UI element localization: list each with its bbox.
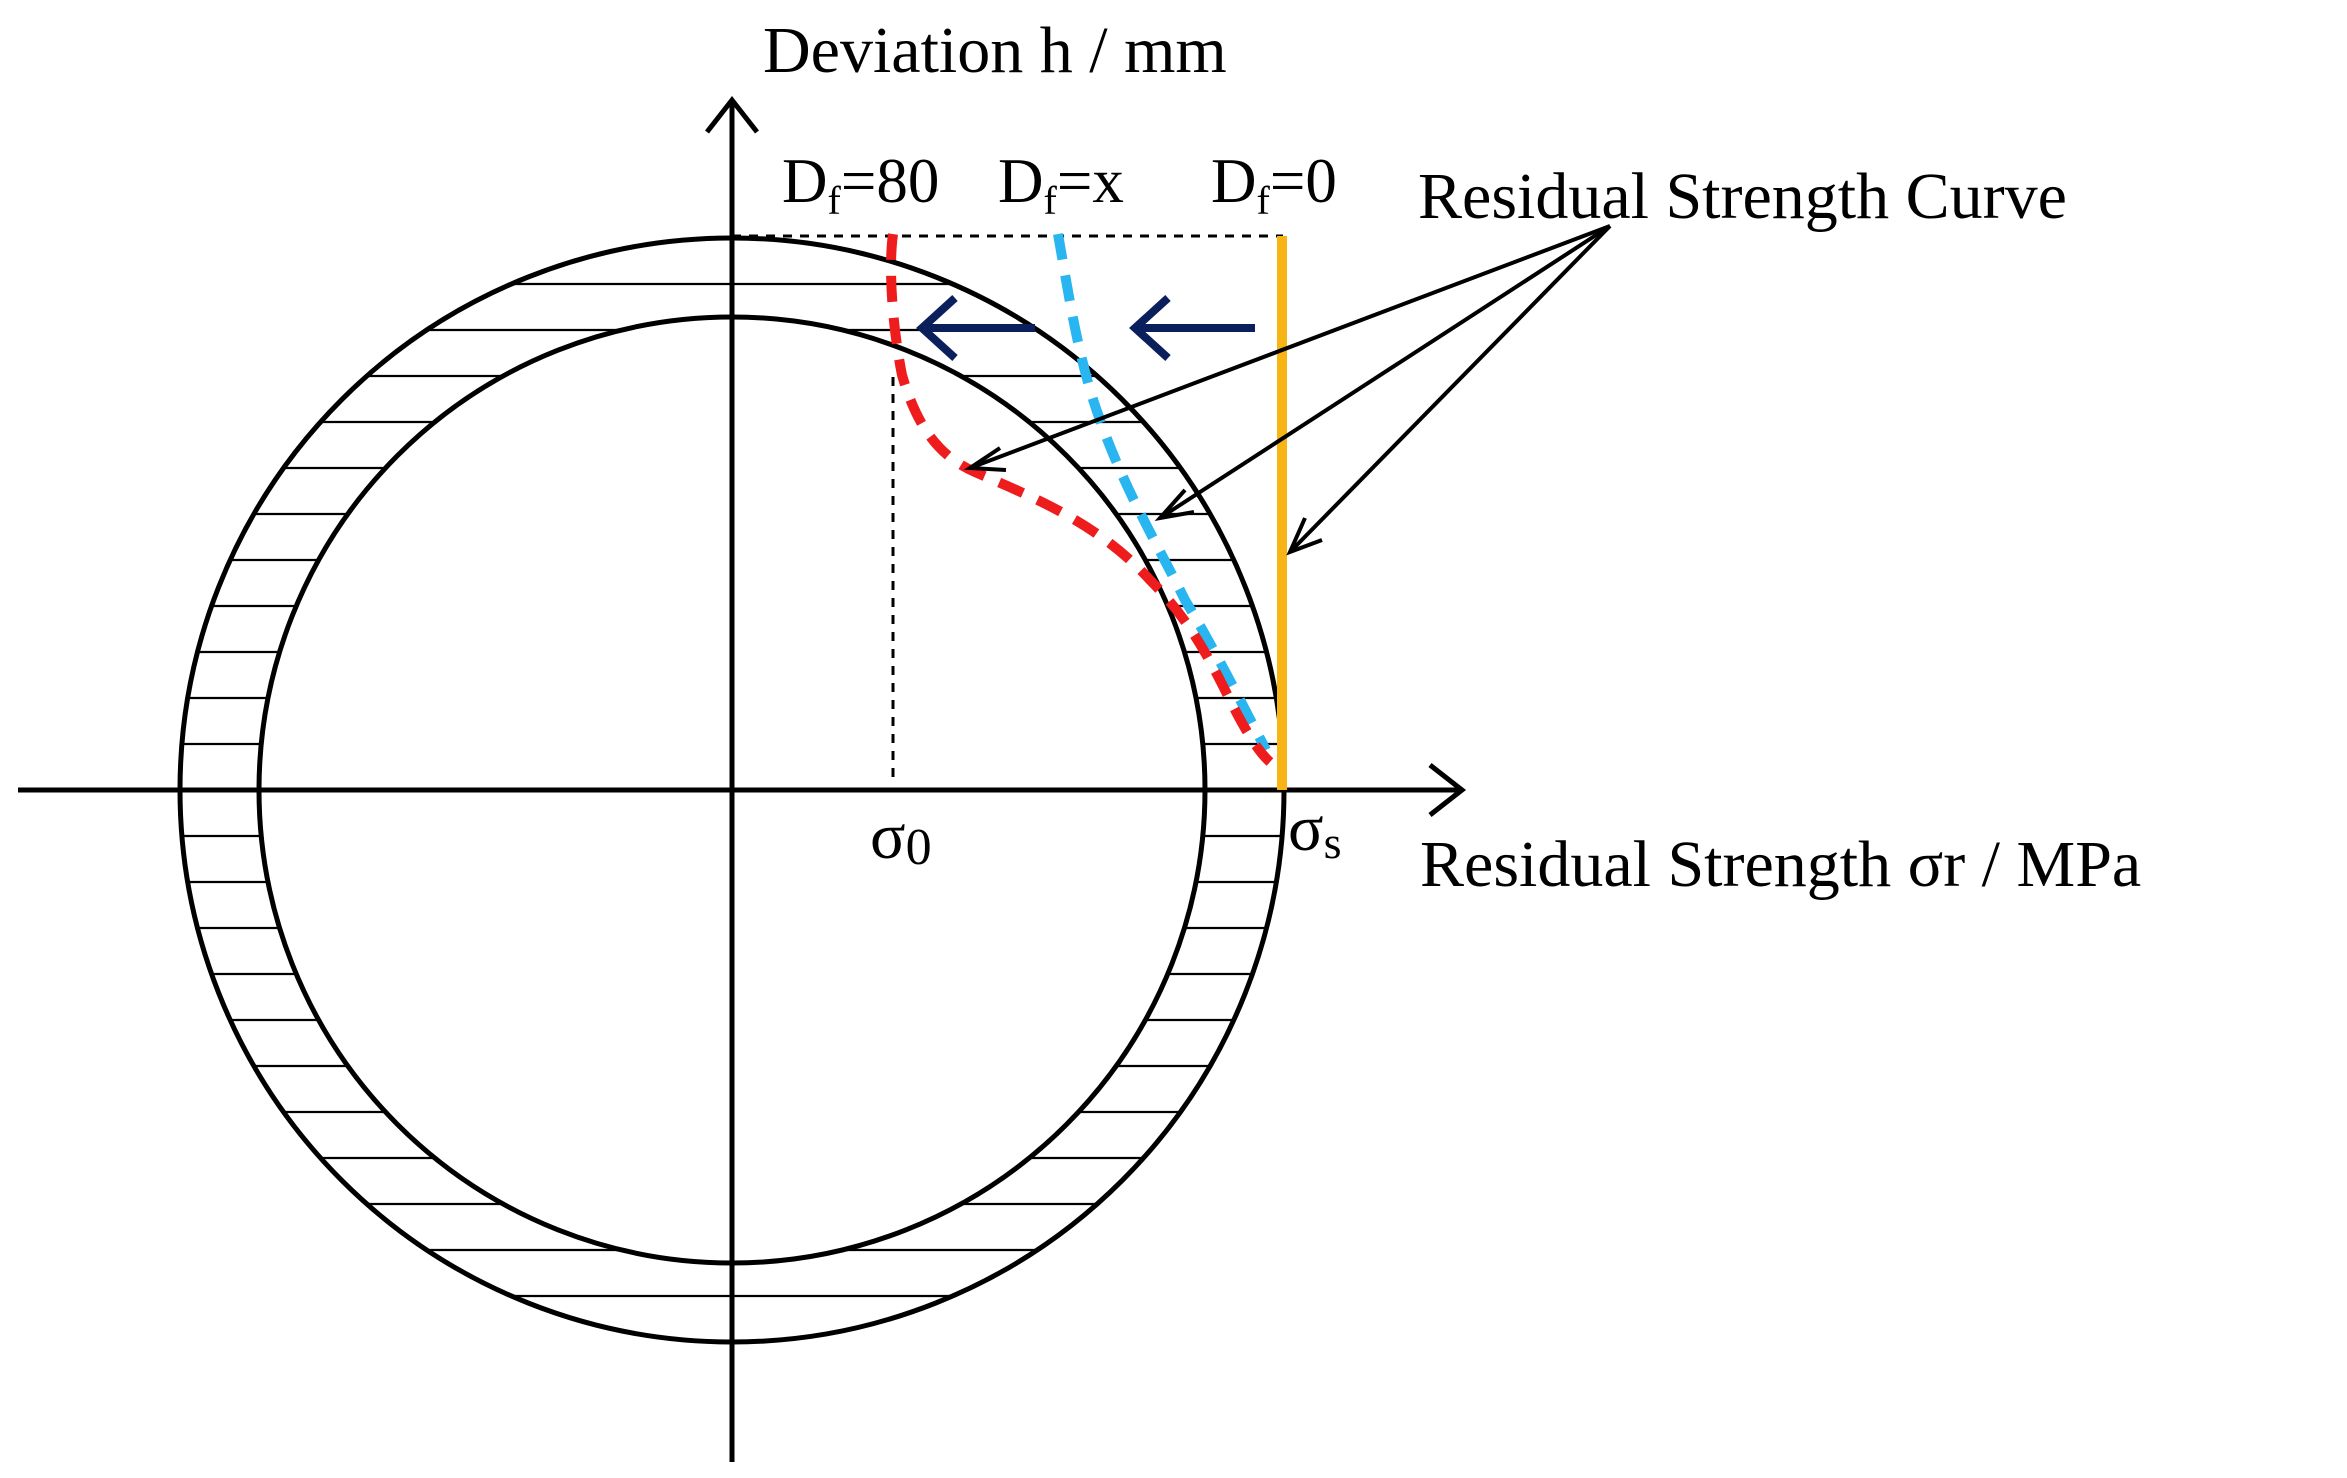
y-axis-arrowhead (705, 95, 759, 134)
annotation-arrows (963, 224, 1612, 556)
pointer-to-dfx (1158, 224, 1612, 520)
pointer-to-df0 (1288, 224, 1612, 554)
pointer-to-df0-head (1286, 517, 1323, 556)
curve-df80 (886, 233, 1274, 766)
annotation-label: Residual Strength Curve (1418, 160, 2067, 233)
pointer-to-df80-head (963, 446, 1007, 472)
curve-label-df0: Df=0 (1211, 146, 1337, 223)
x-axis-label: Residual Strength σr / MPa (1420, 828, 2141, 901)
pointer-to-dfx-head (1154, 488, 1195, 521)
curve-label-df80: Df=80 (782, 146, 939, 223)
x-axis-arrowhead (1428, 763, 1467, 817)
shift-arrow-1 (916, 295, 1035, 361)
pointer-to-df80 (969, 224, 1611, 470)
shift-arrow-2 (1129, 295, 1255, 361)
curve-dfx (1053, 233, 1271, 753)
sigma0-label: σ0 (870, 800, 932, 876)
y-axis-label: Deviation h / mm (763, 14, 1227, 87)
curve-label-dfx: Df=x (998, 146, 1124, 223)
sigmas-label: σs (1288, 792, 1341, 868)
